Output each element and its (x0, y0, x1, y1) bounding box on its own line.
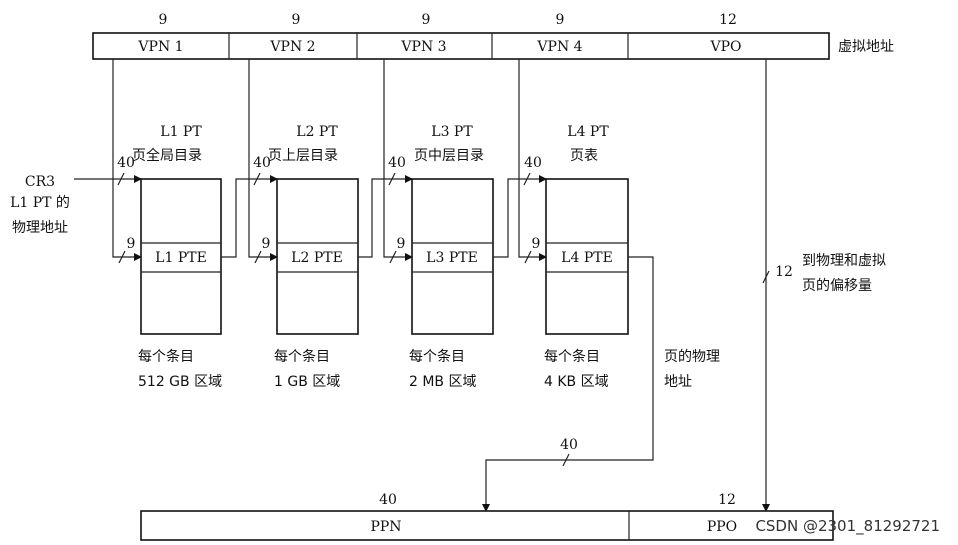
bus-width-mark (254, 250, 262, 264)
bus-width-mark (117, 172, 125, 186)
va-field-vpo: VPO (709, 39, 741, 55)
page-table-l1: L1 PT 页全局目录 L1 PTE 40 9 每个条目 512 GB 区域 (117, 124, 222, 390)
l4pte-ppn-arrow (482, 256, 654, 512)
pt-note-line2: 1 GB 区域 (274, 374, 340, 390)
pt-index-bits: 9 (532, 236, 541, 252)
connector-lines (112, 59, 770, 512)
va-bits-vpn2: 9 (292, 12, 301, 28)
pa-field-ppo: PPO (707, 519, 737, 535)
va-label: 虚拟地址 (838, 39, 894, 55)
pt-title: L2 PT (296, 124, 338, 140)
cr3-label: CR3 (25, 174, 55, 190)
va-bits-vpn1: 9 (159, 12, 168, 28)
pt-box (276, 178, 359, 335)
pt-subtitle: 页全局目录 (132, 147, 202, 164)
pt-title: L4 PT (567, 124, 609, 140)
pa-bits-ppo: 12 (718, 492, 736, 508)
pt-index-bits: 9 (397, 236, 406, 252)
pa-outline (140, 510, 834, 541)
pt-note-line2: 4 KB 区域 (544, 374, 609, 390)
vpn2-index-arrow (248, 59, 278, 261)
pt-subtitle: 页中层目录 (414, 148, 484, 164)
bus-width-mark (562, 453, 570, 467)
vpn1-index-arrow (112, 59, 142, 261)
pt-title: L1 PT (160, 124, 202, 140)
pt-index-bits: 9 (127, 236, 136, 252)
bus-width-mark (389, 250, 397, 264)
pt-box (545, 178, 629, 335)
pt-base-bits: 40 (117, 155, 135, 171)
bus-width-mark (524, 250, 532, 264)
pt-subtitle: 页上层目录 (268, 148, 338, 164)
bus-width-mark (253, 172, 261, 186)
va-field-vpn2: VPN 2 (269, 39, 315, 55)
pte-label: L2 PTE (291, 250, 343, 266)
pte-label: L3 PTE (426, 250, 478, 266)
watermark: CSDN @2301_81292721 (755, 517, 940, 536)
pt-note-line2: 512 GB 区域 (138, 374, 222, 390)
pt-note-line1: 每个条目 (274, 348, 330, 365)
offset-bits: 12 (775, 264, 793, 280)
vpn3-index-arrow (383, 59, 413, 261)
pa-field-ppn: PPN (370, 519, 401, 535)
pt-base-bits: 40 (388, 155, 406, 171)
page-table-l4: L4 PT 页表 L4 PTE 40 9 每个条目 4 KB 区域 (524, 124, 629, 390)
vpn4-index-arrow (518, 59, 547, 261)
pt-note-line1: 每个条目 (138, 348, 194, 365)
offset-note: 12 到物理和虚拟 页的偏移量 (775, 253, 886, 294)
page-table-l2: L2 PT 页上层目录 L2 PTE 40 9 每个条目 1 GB 区域 (253, 124, 359, 390)
pa-bits-ppn: 40 (379, 492, 397, 508)
va-field-vpn4: VPN 4 (536, 39, 582, 55)
page-phys-note-line1: 页的物理 (664, 349, 720, 365)
va-field-vpn3: VPN 3 (400, 39, 446, 55)
offset-note-line2: 页的偏移量 (802, 278, 872, 294)
pt-base-bits: 40 (524, 155, 542, 171)
cr3-desc-line2: 物理地址 (12, 220, 68, 236)
cr3-desc-line1: L1 PT 的 (10, 195, 70, 211)
pte-label: L1 PTE (155, 250, 207, 266)
page-phys-bits: 40 (560, 437, 578, 453)
pt-note-line1: 每个条目 (409, 348, 465, 365)
pt-base-bits: 40 (253, 155, 271, 171)
bus-width-mark (388, 172, 396, 186)
pte-label: L4 PTE (561, 250, 613, 266)
va-bits-vpn4: 9 (556, 12, 565, 28)
cr3-register: CR3 L1 PT 的 物理地址 (10, 174, 142, 236)
pt-index-bits: 9 (262, 236, 271, 252)
page-physical-note: 页的物理 地址 40 (560, 349, 720, 453)
va-outline (92, 32, 830, 60)
virtual-address-bar: VPN 1 VPN 2 VPN 3 VPN 4 VPO 9 9 9 9 12 虚… (92, 12, 894, 60)
offset-note-line1: 到物理和虚拟 (802, 253, 886, 269)
va-bits-vpo: 12 (719, 12, 737, 28)
pt-note-line2: 2 MB 区域 (409, 374, 477, 390)
page-phys-note-line2: 地址 (664, 374, 692, 390)
pt-box (140, 178, 222, 335)
va-bits-vpn3: 9 (422, 12, 431, 28)
bus-width-mark (762, 270, 770, 284)
bus-width-mark (523, 172, 531, 186)
pt-title: L3 PT (431, 124, 473, 140)
physical-address-bar: 40 12 PPN PPO (140, 492, 834, 541)
page-table-l3: L3 PT 页中层目录 L3 PTE 40 9 每个条目 2 MB 区域 (388, 124, 494, 390)
bus-width-mark (118, 250, 126, 264)
va-field-vpn1: VPN 1 (137, 39, 183, 55)
pt-subtitle: 页表 (570, 148, 598, 164)
pt-note-line1: 每个条目 (544, 348, 600, 365)
